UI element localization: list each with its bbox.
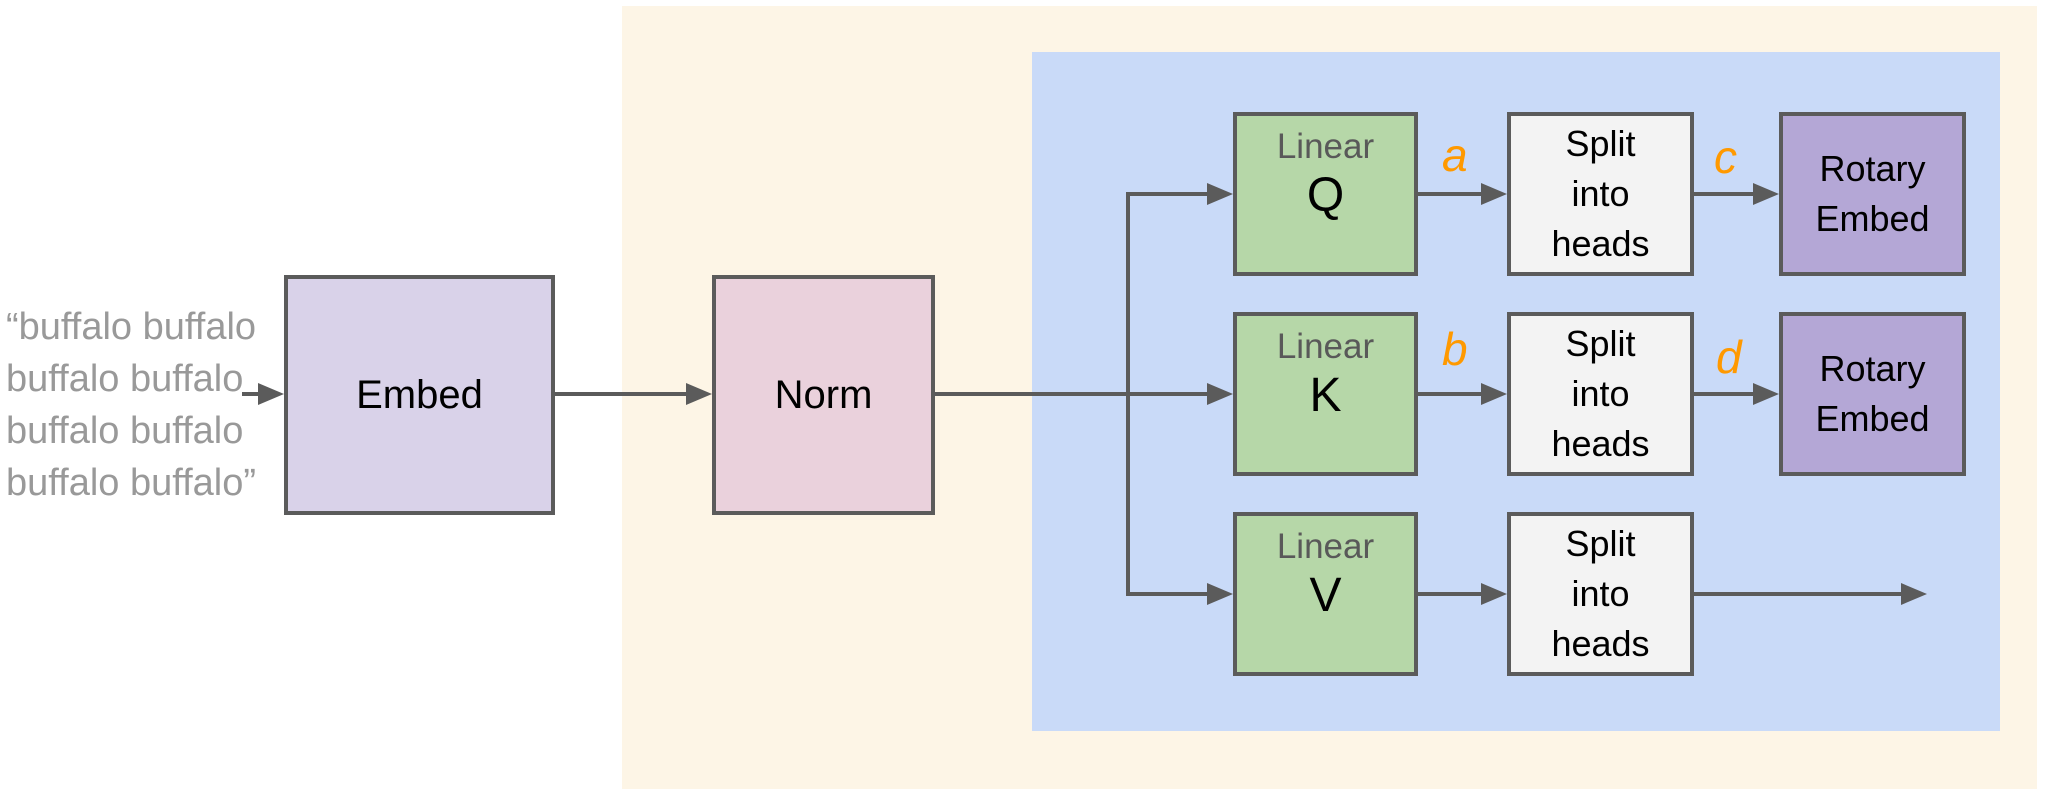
split-heads-k-line: Split xyxy=(1565,323,1636,364)
split-heads-v-line: into xyxy=(1571,573,1630,614)
split-heads-q-line: into xyxy=(1571,173,1630,214)
arrow-split-k-to-rotary-line xyxy=(1694,392,1755,396)
input-text-line: buffalo buffalo xyxy=(6,410,244,452)
linear-v-sublabel: Linear xyxy=(1276,527,1375,566)
arrow-branch-to-linear-v-line xyxy=(1126,592,1209,596)
split-heads-k-line: into xyxy=(1571,373,1630,414)
norm-label: Norm xyxy=(774,372,873,417)
linear-v-letter: V xyxy=(1309,569,1342,622)
edge-label-c: c xyxy=(1714,131,1737,183)
norm-block: Norm xyxy=(712,275,935,515)
arrow-linear-q-to-split-head xyxy=(1481,183,1507,205)
arrow-embed-to-norm-head xyxy=(686,383,712,405)
arrow-split-v-out-line xyxy=(1693,592,1903,596)
arrow-split-q-to-rotary-line xyxy=(1694,192,1755,196)
linear-k-block: Linear K xyxy=(1233,312,1418,476)
arrow-linear-v-to-split-line xyxy=(1418,592,1483,596)
rotary-embed-q-line: Embed xyxy=(1815,198,1930,239)
arrow-embed-to-norm-line xyxy=(555,392,688,396)
rotary-embed-k-line: Rotary xyxy=(1819,348,1926,389)
input-text-line: buffalo buffalo” xyxy=(6,462,257,504)
split-heads-v-line: Split xyxy=(1565,523,1636,564)
arrow-branch-to-linear-q-line xyxy=(1126,192,1209,196)
split-heads-k-line: heads xyxy=(1551,423,1650,464)
arrow-input-to-embed-line xyxy=(242,392,260,396)
branch-vertical-line xyxy=(1126,192,1130,596)
arrow-linear-k-to-split-head xyxy=(1481,383,1507,405)
arrow-split-q-to-rotary-head xyxy=(1753,183,1779,205)
arrow-branch-to-linear-q-head xyxy=(1207,183,1233,205)
input-text: “buffalo buffalo buffalo buffalo buffalo… xyxy=(6,301,266,509)
arrow-input-to-embed-head xyxy=(258,383,284,405)
split-heads-q-line: Split xyxy=(1565,123,1636,164)
edge-label-a: a xyxy=(1442,129,1468,181)
arrow-split-k-to-rotary-head xyxy=(1753,383,1779,405)
arrow-split-v-out-head xyxy=(1901,583,1927,605)
edge-label-d: d xyxy=(1716,331,1742,383)
input-text-line: buffalo buffalo xyxy=(6,358,244,400)
arrow-branch-to-linear-v-head xyxy=(1207,583,1233,605)
rotary-embed-k-line: Embed xyxy=(1815,398,1930,439)
embed-label: Embed xyxy=(356,372,483,417)
embed-block: Embed xyxy=(284,275,555,515)
linear-v-block: Linear V xyxy=(1233,512,1418,676)
rotary-embed-q-line: Rotary xyxy=(1819,148,1926,189)
linear-k-letter: K xyxy=(1309,369,1342,422)
linear-q-letter: Q xyxy=(1306,169,1345,222)
linear-q-sublabel: Linear xyxy=(1276,127,1375,166)
split-heads-q-line: heads xyxy=(1551,223,1650,264)
rotary-embed-k-block: Rotary Embed xyxy=(1779,312,1966,476)
arrow-norm-to-linear-k-line xyxy=(935,392,1209,396)
linear-k-sublabel: Linear xyxy=(1276,327,1375,366)
arrow-linear-v-to-split-head xyxy=(1481,583,1507,605)
input-text-line: “buffalo buffalo xyxy=(6,306,257,348)
edge-label-b: b xyxy=(1442,323,1468,375)
arrow-linear-q-to-split-line xyxy=(1418,192,1483,196)
arrow-linear-k-to-split-line xyxy=(1418,392,1483,396)
split-heads-v-line: heads xyxy=(1551,623,1650,664)
split-heads-v-block: Split into heads xyxy=(1507,512,1694,676)
split-heads-k-block: Split into heads xyxy=(1507,312,1694,476)
linear-q-block: Linear Q xyxy=(1233,112,1418,276)
arrow-norm-to-linear-k-head xyxy=(1207,383,1233,405)
split-heads-q-block: Split into heads xyxy=(1507,112,1694,276)
rotary-embed-q-block: Rotary Embed xyxy=(1779,112,1966,276)
